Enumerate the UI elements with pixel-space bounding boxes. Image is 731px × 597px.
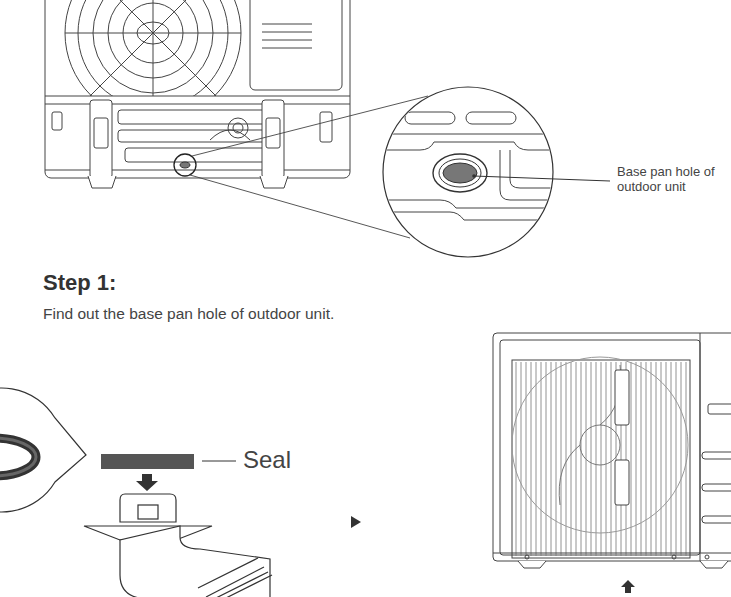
- outdoor-unit-front: [493, 333, 731, 568]
- drain-elbow: [84, 494, 272, 597]
- step-heading: Step 1:: [43, 270, 343, 295]
- part-label: Seal: [243, 446, 333, 474]
- next-arrow: [351, 516, 361, 528]
- grille-bar: [536, 362, 537, 556]
- seal-bar: [101, 454, 194, 469]
- grille-bar: [646, 362, 647, 556]
- grille-bar: [541, 362, 542, 556]
- leader-dot: [472, 174, 476, 178]
- grille-bar: [526, 362, 527, 556]
- up-arrow: [621, 580, 635, 593]
- down-arrow: [136, 474, 158, 491]
- callout-label: Base pan hole of outdoor unit: [617, 165, 725, 195]
- grille-bar: [581, 362, 582, 556]
- grille-bar: [656, 362, 657, 556]
- grille-bar: [686, 362, 687, 556]
- seal-bubble: [0, 388, 86, 512]
- grille-bar: [606, 362, 607, 556]
- grille-bar: [561, 362, 562, 556]
- grille-bar: [601, 362, 602, 556]
- grille-bar: [681, 362, 682, 556]
- seal-leader: [202, 461, 236, 462]
- grille-bar: [611, 362, 612, 556]
- grille-bar: [566, 362, 567, 556]
- instruction-text: Find out the base pan hole of outdoor un…: [43, 305, 463, 323]
- grille-bar: [671, 362, 672, 556]
- grille-bar: [576, 362, 577, 556]
- grille-bar: [641, 362, 642, 556]
- grille-bar: [516, 362, 517, 556]
- grille-bar: [661, 362, 662, 556]
- grille-bar: [596, 362, 597, 556]
- label-leader: [474, 176, 610, 181]
- grille-bar: [666, 362, 667, 556]
- grille-bar: [521, 362, 522, 556]
- outdoor-unit-top: [45, 0, 350, 188]
- grille-bar: [651, 362, 652, 556]
- grille-bar: [546, 362, 547, 556]
- grille-bar: [571, 362, 572, 556]
- grille-bar: [676, 362, 677, 556]
- grille-bar: [636, 362, 637, 556]
- grille-bar: [556, 362, 557, 556]
- grille-bar: [551, 362, 552, 556]
- zoom-detail: [380, 87, 588, 257]
- grille-bar: [591, 362, 592, 556]
